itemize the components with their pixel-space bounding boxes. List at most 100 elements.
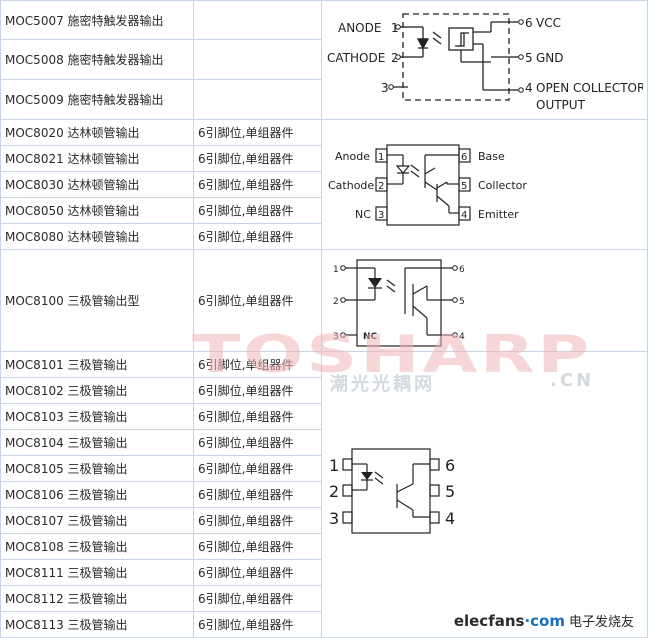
pin-config-cell: [193, 39, 322, 80]
pin-config-cell: 6引脚位,单组器件: [193, 403, 322, 430]
model-cell: MOC8111 三极管输出: [0, 559, 194, 586]
label-pin-1: 1: [378, 152, 384, 163]
diagram-cell: [321, 351, 648, 638]
model-number: MOC8100: [5, 294, 64, 308]
diagram-cell: [321, 119, 648, 250]
model-description: 施密特触发器输出: [67, 13, 164, 28]
pin-config-cell: 6引脚位,单组器件: [193, 533, 322, 560]
pin-config-cell: 6引脚位,单组器件: [193, 249, 322, 352]
label-pin-3: 3: [378, 210, 384, 221]
model-description: 达林顿管输出: [67, 126, 140, 140]
model-cell: MOC8020 达林顿管输出: [0, 119, 194, 146]
label-pin-3: 3: [333, 332, 339, 342]
model-description: 施密特触发器输出: [67, 93, 164, 107]
label-pin-6: 6: [459, 265, 465, 275]
model-number: MOC8113: [5, 618, 64, 632]
table-row: MOC5007 施密特触发器输出: [0, 0, 648, 120]
label-pin-5: 5: [525, 51, 533, 65]
label-pin-6: 6: [525, 16, 533, 30]
model-cell: MOC5009 施密特触发器输出: [0, 79, 194, 120]
model-cell: MOC8112 三极管输出: [0, 585, 194, 612]
table-row: MOC8080 达林顿管输出 6引脚位,单组器件: [0, 223, 648, 250]
pin-config-cell: [193, 0, 322, 40]
model-number: MOC8105: [5, 462, 64, 476]
label-cathode: CATHODE: [327, 51, 385, 65]
model-description: 三极管输出: [67, 436, 128, 450]
table-row: MOC5008 施密特触发器输出: [0, 39, 648, 80]
table-row: MOC8101 三极管输出 6引脚位,单组器件: [0, 351, 648, 638]
label-pin-4: 4: [461, 210, 467, 221]
pin-config-cell: 6引脚位,单组器件: [193, 611, 322, 638]
model-number: MOC8102: [5, 384, 64, 398]
model-description: 三极管输出: [67, 462, 128, 476]
label-base: Base: [478, 150, 505, 163]
model-description: 三极管输出: [67, 592, 128, 606]
model-number: MOC5008: [5, 53, 64, 67]
diagram-schmitt-trigger: ANODE 1 CATHODE 2 3: [327, 13, 643, 112]
pin-config-cell: 6引脚位,单组器件: [193, 223, 322, 250]
label-pin-6: 6: [445, 456, 455, 475]
label-pin-1: 1: [329, 456, 339, 475]
label-pin-2: 2: [378, 181, 384, 192]
model-description: 达林顿管输出: [67, 230, 140, 244]
model-number: MOC8106: [5, 488, 64, 502]
label-output: OUTPUT: [536, 98, 586, 112]
label-pin-4: 4: [525, 81, 533, 95]
pin-config-cell: 6引脚位,单组器件: [193, 481, 322, 508]
model-cell: MOC8107 三极管输出: [0, 507, 194, 534]
label-vcc: VCC: [536, 16, 561, 30]
table-row: MOC5009 施密特触发器输出: [0, 79, 648, 120]
model-cell: MOC8102 三极管输出: [0, 377, 194, 404]
pin-config-cell: 6引脚位,单组器件: [193, 351, 322, 378]
label-pin-5: 5: [461, 181, 467, 192]
diagram-darlington: Anode Cathode NC: [328, 144, 527, 226]
model-description: 三极管输出: [67, 514, 128, 528]
pin-config-cell: 6引脚位,单组器件: [193, 559, 322, 586]
diagram-cell: [321, 0, 648, 120]
model-cell: MOC8108 三极管输出: [0, 533, 194, 560]
model-description: 达林顿管输出: [67, 204, 140, 218]
model-number: MOC5007: [5, 13, 64, 28]
label-pin-2: 2: [333, 297, 339, 307]
pin-config-cell: 6引脚位,单组器件: [193, 585, 322, 612]
model-number: MOC8050: [5, 204, 64, 218]
model-number: MOC8021: [5, 152, 64, 166]
pin-config-cell: 6引脚位,单组器件: [193, 119, 322, 146]
model-cell: MOC8030 达林顿管输出: [0, 171, 194, 198]
pin-config-cell: 6引脚位,单组器件: [193, 197, 322, 224]
model-cell: MOC8106 三极管输出: [0, 481, 194, 508]
model-number: MOC8101: [5, 358, 64, 372]
model-number: MOC8108: [5, 540, 64, 554]
pin-config-cell: [193, 79, 322, 120]
model-cell: MOC5007 施密特触发器输出: [0, 0, 194, 40]
label-cathode: Cathode: [328, 179, 374, 192]
label-nc: NC: [363, 332, 378, 342]
footer-logo-part1: elecfans: [453, 612, 525, 630]
label-pin-3: 3: [329, 509, 339, 528]
pin-config-cell: 6引脚位,单组器件: [193, 377, 322, 404]
label-open-collector: OPEN COLLECTOR: [536, 81, 643, 95]
label-pin-6: 6: [461, 152, 467, 163]
diagram-transistor-moc81xx: 1 2 3 6 5 4: [329, 448, 455, 534]
model-description: 施密特触发器输出: [67, 53, 164, 67]
model-number: MOC8030: [5, 178, 64, 192]
label-pin-1: 1: [391, 21, 399, 35]
label-emitter: Emitter: [478, 208, 519, 221]
label-pin-2: 2: [329, 482, 339, 501]
model-number: MOC8080: [5, 230, 64, 244]
label-pin-3: 3: [381, 81, 389, 95]
model-description: 三极管输出: [67, 566, 128, 580]
model-description: 三极管输出: [67, 384, 128, 398]
label-pin-1: 1: [333, 265, 339, 275]
